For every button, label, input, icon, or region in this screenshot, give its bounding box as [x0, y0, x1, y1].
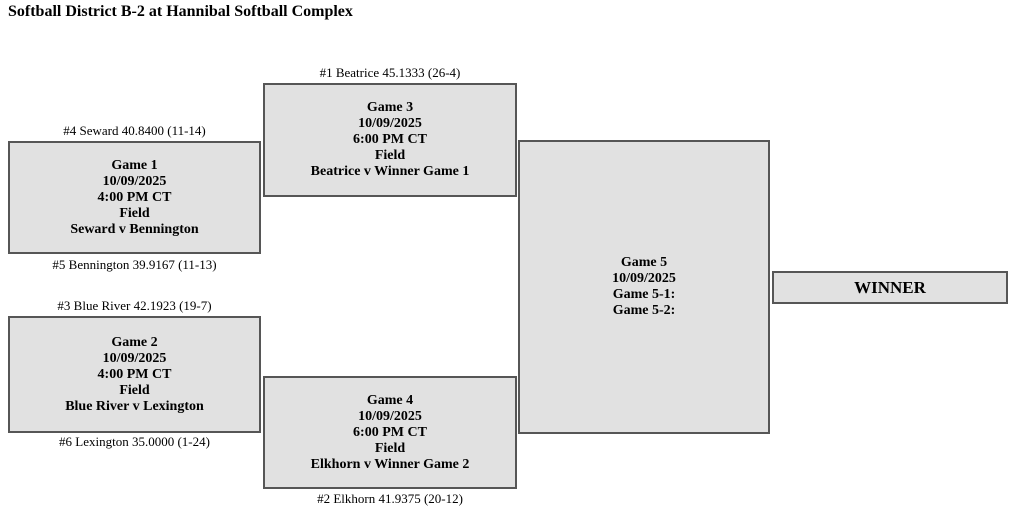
seed-label-seward: #4 Seward 40.8400 (11-14): [63, 123, 206, 138]
game-1-field: Field: [119, 205, 150, 221]
game-5-box: Game 5 10/09/2025 Game 5-1: Game 5-2:: [518, 140, 770, 434]
game-5-date: 10/09/2025: [612, 271, 676, 286]
game-1-time: 4:00 PM CT: [97, 189, 172, 205]
game-2-box: Game 2 10/09/2025 4:00 PM CT Field Blue …: [8, 316, 261, 433]
game-2-time: 4:00 PM CT: [97, 366, 172, 382]
seed-label-lexington: #6 Lexington 35.0000 (1-24): [59, 434, 210, 449]
game-4-title: Game 4: [366, 392, 414, 408]
game-2-title: Game 2: [111, 334, 158, 350]
game-1-date: 10/09/2025: [102, 173, 167, 189]
game-5-slot-2: Game 5-2:: [612, 303, 676, 318]
game-3-date: 10/09/2025: [358, 116, 422, 131]
game-2-matchup: Blue River v Lexington: [65, 398, 204, 414]
game-4-matchup: Elkhorn v Winner Game 2: [310, 456, 470, 472]
game-4-field: Field: [374, 440, 406, 456]
winner-label: WINNER: [854, 277, 926, 297]
page-title: Softball District B-2 at Hannibal Softba…: [8, 3, 353, 20]
seed-label-bennington: #5 Bennington 39.9167 (11-13): [52, 257, 217, 272]
seed-label-blue-river: #3 Blue River 42.1923 (19-7): [57, 298, 212, 313]
winner-box: WINNER: [772, 271, 1008, 304]
game-2-date: 10/09/2025: [102, 350, 167, 366]
game-5-slot-1: Game 5-1:: [612, 287, 676, 302]
game-3-title: Game 3: [366, 100, 414, 115]
game-5-title: Game 5: [620, 255, 668, 270]
game-1-box: Game 1 10/09/2025 4:00 PM CT Field Sewar…: [8, 141, 261, 254]
game-1-matchup: Seward v Bennington: [70, 221, 199, 237]
game-3-field: Field: [374, 148, 406, 163]
game-1-title: Game 1: [111, 157, 158, 173]
seed-label-beatrice: #1 Beatrice 45.1333 (26-4): [319, 65, 461, 80]
game-3-box: Game 3 10/09/2025 6:00 PM CT Field Beatr…: [263, 83, 517, 197]
seed-label-elkhorn: #2 Elkhorn 41.9375 (20-12): [317, 491, 463, 506]
game-4-time: 6:00 PM CT: [353, 424, 427, 440]
game-4-box: Game 4 10/09/2025 6:00 PM CT Field Elkho…: [263, 376, 517, 489]
game-3-matchup: Beatrice v Winner Game 1: [310, 164, 470, 179]
game-2-field: Field: [119, 382, 150, 398]
game-3-time: 6:00 PM CT: [353, 132, 427, 147]
game-4-date: 10/09/2025: [358, 408, 422, 424]
